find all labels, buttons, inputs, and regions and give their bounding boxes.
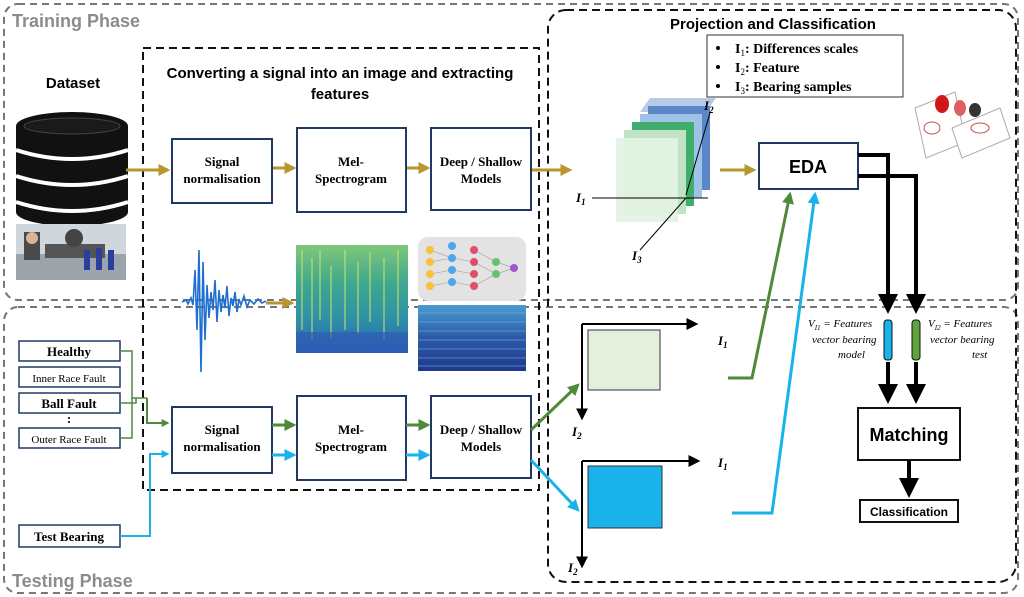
models-box-test — [430, 395, 532, 479]
models-test-l2: Models — [461, 439, 501, 454]
test-vector-label-l2: vector bearing — [930, 334, 995, 346]
model-vector-label-l3: model — [838, 349, 865, 361]
signal-norm-box-test — [171, 406, 273, 474]
class-dots: : — [67, 411, 71, 426]
plot-train-label-i1: I1 — [717, 333, 728, 350]
signal-norm-test-l2: normalisation — [183, 439, 261, 454]
cube-axis-i2 — [685, 112, 711, 196]
dataset-title: Dataset — [46, 75, 100, 92]
arrow-eda-to-model-vector — [858, 153, 898, 314]
model-vector-label-l2: vector bearing — [812, 334, 877, 346]
legend-item-1: I1: Differences scales — [716, 42, 859, 58]
connector-healthy — [120, 350, 147, 399]
model-vector-bar — [883, 319, 893, 361]
arrow-test-bearing-to-norm — [120, 450, 170, 537]
feature-map-image — [418, 305, 526, 371]
test-rig-photo-icon — [16, 224, 126, 280]
legend-item-3: I3: Bearing samples — [716, 80, 852, 96]
conversion-region — [142, 47, 540, 491]
feature-tensor-cube-icon — [616, 98, 716, 222]
projection-region — [547, 9, 1017, 583]
plot-test-label-i2: I2 — [567, 560, 578, 577]
legend-box — [706, 34, 904, 98]
svg-text:I2: Feature: I2: Feature — [735, 61, 800, 77]
mel-train-l2: Spectrogram — [315, 171, 387, 186]
mel-spectrogram-image — [296, 245, 408, 353]
test-vector-bar — [911, 319, 921, 361]
conversion-title-line2: features — [311, 86, 369, 103]
connector-ball — [120, 398, 137, 404]
projection-plot-test-area — [587, 465, 663, 529]
connector-outer — [120, 398, 133, 439]
matching-label: Matching — [870, 425, 949, 445]
svg-text:I1: Differences scales: I1: Differences scales — [735, 42, 859, 58]
test-bearing-label: Test Bearing — [34, 529, 104, 544]
bearing-samples-icon — [914, 91, 1011, 159]
cube-label-i2: I2 — [703, 98, 714, 115]
plot-test-label-i1: I1 — [717, 455, 728, 472]
mel-train-l1: Mel- — [338, 154, 364, 169]
cube-label-i1: I1 — [575, 190, 586, 207]
arrow-plot-train-to-eda — [728, 191, 794, 380]
arrow-classes-to-norm — [146, 398, 170, 427]
projection-title: Projection and Classification — [670, 16, 876, 33]
cube-label-i3: I3 — [631, 248, 642, 265]
arrow-eda-to-test-vector — [858, 174, 926, 314]
mel-test-l1: Mel- — [338, 422, 364, 437]
projection-plot-train-area — [587, 329, 661, 391]
model-vector-label-l1: VI1 = Features — [808, 318, 872, 332]
arrow-models-to-plot-green — [529, 383, 580, 432]
models-train-l2: Models — [461, 171, 501, 186]
class-ball-label: Ball Fault — [41, 396, 97, 411]
eda-label: EDA — [789, 157, 827, 177]
class-healthy-label: Healthy — [47, 344, 92, 359]
test-vector-label-l1: VI2 = Features — [928, 318, 992, 332]
test-vector-label-l3: test — [972, 349, 988, 361]
signal-norm-train-l2: normalisation — [183, 171, 261, 186]
database-icon — [15, 112, 129, 226]
models-train-l1: Deep / Shallow — [440, 154, 523, 169]
training-phase-label: Training Phase — [12, 11, 140, 31]
signal-norm-train-l1: Signal — [205, 154, 240, 169]
conversion-title-line1: Converting a signal into an image and ex… — [167, 65, 514, 82]
signal-norm-test-l1: Signal — [205, 422, 240, 437]
mel-test-l2: Spectrogram — [315, 439, 387, 454]
svg-text:I3: Bearing samples: I3: Bearing samples — [735, 80, 852, 96]
models-test-l1: Deep / Shallow — [440, 422, 523, 437]
eda-box — [758, 142, 859, 190]
classification-box — [859, 499, 959, 523]
neural-network-icon — [418, 237, 526, 301]
plot-train-label-i2: I2 — [571, 424, 582, 441]
mel-box-test — [296, 395, 407, 481]
matching-box — [857, 407, 961, 461]
arrow-models-to-plot-cyan — [529, 458, 580, 512]
vibration-signal-icon — [181, 249, 267, 373]
class-outer-label: Outer Race Fault — [31, 434, 106, 446]
classification-label: Classification — [870, 505, 948, 519]
class-inner-label: Inner Race Fault — [32, 373, 105, 385]
class-inner-box — [18, 366, 121, 388]
arrow-plot-test-to-eda — [732, 191, 820, 515]
cube-axis-i3 — [639, 197, 687, 251]
mel-box-train — [296, 127, 407, 213]
legend-item-2: I2: Feature — [716, 61, 800, 77]
testing-phase-label: Testing Phase — [12, 571, 133, 591]
models-box-train — [430, 127, 532, 211]
signal-norm-box-train — [171, 138, 273, 204]
